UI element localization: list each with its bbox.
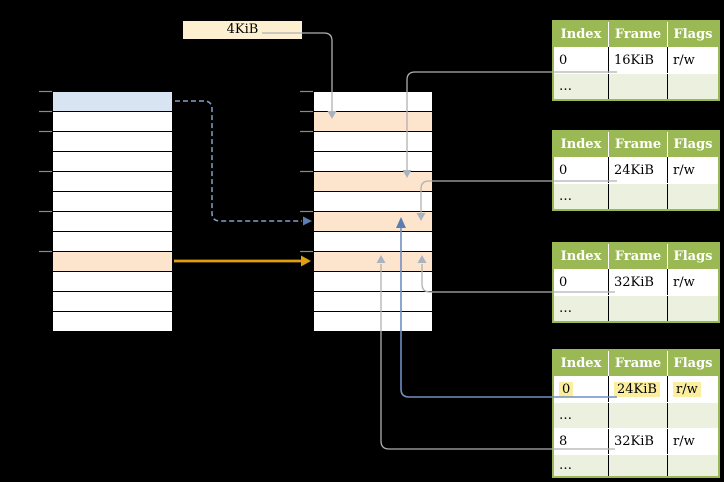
table-cell: r/w [668,376,718,402]
table-row: … [554,402,718,428]
table-cell: … [554,403,609,428]
arrow-virtual-page-orange-arrowhead [301,255,311,267]
virtual-memory-row [52,211,173,232]
arrow-virtual-page-dashed-arrowhead [303,216,312,226]
arrow-virtual-page-dashed [175,100,302,222]
table-cell: 32KiB [609,429,668,454]
column-header: Frame [609,351,668,376]
table-cell: r/w [673,162,695,178]
table-cell: r/w [673,52,695,68]
virtual-memory-row [52,151,173,172]
virtual-memory-row [52,91,173,112]
physical-memory-row [313,291,433,312]
column-header: Index [554,22,609,47]
physical-memory-row [313,271,433,292]
virtual-memory-row [52,191,173,212]
table-cell [668,184,718,209]
table-row: … [554,73,718,99]
table-cell [668,403,718,428]
table-cell: 24KiB [609,376,668,402]
column-header: Index [554,244,609,269]
table-cell: … [554,455,609,476]
table-cell: 0 [554,47,609,73]
table-cell [668,296,718,321]
table-cell: 0 [554,376,609,402]
highlighted-value: r/w [673,381,701,397]
table-cell: 8 [554,429,609,454]
physical-memory-row [313,131,433,152]
physical-memory-row [313,171,433,192]
table-cell [609,455,668,476]
virtual-memory-row [52,131,173,152]
physical-memory-row [313,191,433,212]
table-row: … [554,183,718,209]
table-cell [609,296,668,321]
physical-memory-row [313,231,433,252]
virtual-memory-row [52,171,173,192]
table-cell [668,74,718,99]
virtual-memory-row [52,111,173,132]
table-cell: 32KiB [609,269,668,295]
physical-memory-row [313,311,433,332]
virtual-memory-row [52,311,173,332]
table-cell: 0 [554,269,609,295]
table-cell [609,74,668,99]
table-cell: r/w [673,434,695,449]
column-header: Flags [673,27,713,42]
table-cell: r/w [673,274,695,290]
highlighted-value: 24KiB [614,381,660,397]
table-row: 0 24KiB r/w [554,376,718,402]
virtual-memory-row [52,231,173,252]
table-cell: … [554,184,609,209]
table-cell [609,184,668,209]
table-cell: 16KiB [609,47,668,73]
column-header: Flags [673,356,713,371]
table-cell: … [554,296,609,321]
physical-memory-row [313,251,433,272]
table-cell [668,455,718,476]
table-cell [609,403,668,428]
page-size-label: 4KiB [183,21,302,39]
column-header: Index [554,351,609,376]
table-cell: 0 [554,157,609,183]
physical-memory-row [313,151,433,172]
virtual-memory-row [52,251,173,272]
column-header: Index [554,132,609,157]
column-header: Flags [673,249,713,264]
table-row: … [554,295,718,321]
virtual-memory-row [52,271,173,292]
table-cell: 24KiB [609,157,668,183]
table-cell: … [554,74,609,99]
column-header: Flags [673,137,713,152]
virtual-memory-row [52,291,173,312]
column-header: Frame [609,244,668,269]
table-row: … [554,454,718,476]
column-header: Frame [609,132,668,157]
column-header: Frame [609,22,668,47]
highlighted-value: 0 [559,381,574,397]
physical-memory-row [313,211,433,232]
physical-memory-row [313,111,433,132]
physical-memory-row [313,91,433,112]
